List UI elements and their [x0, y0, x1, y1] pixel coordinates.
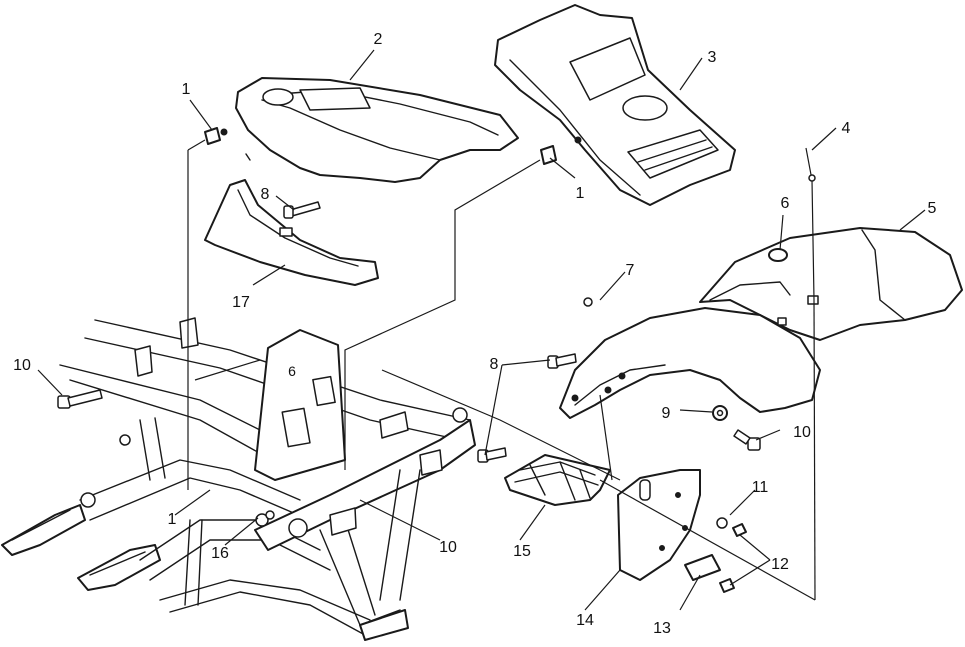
- callout-14: 14: [576, 612, 594, 629]
- rear-cover-part: [494, 4, 736, 206]
- rod-4-part: [805, 147, 816, 301]
- callout-6: 6: [781, 195, 790, 212]
- plate-bracket-14-part: [617, 469, 701, 581]
- main-frame-part: 6: [1, 317, 476, 641]
- washer-9-part: [712, 405, 728, 421]
- callout-1-lower: 1: [168, 511, 177, 528]
- bolt-8-mid: [547, 353, 577, 369]
- bolt-8-lower: [477, 447, 507, 463]
- plate-13-part: [684, 554, 721, 581]
- rear-fender-part: [699, 227, 963, 341]
- screw-7-part: [583, 297, 593, 307]
- bolt-8-upper: [283, 201, 321, 219]
- callout-10-left: 10: [13, 357, 31, 374]
- nut-12-a-part: [732, 523, 747, 537]
- front-fender-part: [559, 307, 821, 419]
- nut-11-part: [716, 517, 728, 529]
- callout-9: 9: [662, 405, 671, 422]
- callout-1-right: 1: [576, 185, 585, 202]
- callout-11: 11: [752, 479, 769, 496]
- callout-8-lower: 8: [490, 356, 499, 373]
- callout-17: 17: [232, 294, 250, 311]
- callout-8-upper: 8: [261, 186, 270, 203]
- callout-5: 5: [928, 200, 937, 217]
- callout-labels: 1 1 1 2 3 4 5 6 7 8 8 9 10 10 10 11 12 1…: [13, 31, 936, 637]
- callout-10-right: 10: [793, 424, 811, 441]
- callout-16: 16: [211, 545, 229, 562]
- callout-12: 12: [771, 556, 789, 573]
- bracket-15-part: [504, 454, 611, 506]
- nut-12-b-part: [719, 578, 735, 593]
- callout-15: 15: [513, 543, 531, 560]
- callout-3: 3: [708, 49, 717, 66]
- bolt-10-right: [733, 429, 761, 451]
- bushing-16-part: [255, 510, 275, 527]
- clip-1-left: [204, 127, 221, 145]
- callout-10-lower: 10: [439, 539, 457, 556]
- svg-text:6: 6: [288, 363, 296, 379]
- leader-lines: [37, 49, 926, 611]
- callout-13: 13: [653, 620, 671, 637]
- bolt-10-left: [57, 389, 103, 409]
- callout-7: 7: [626, 262, 635, 279]
- callout-1-left: 1: [182, 81, 191, 98]
- front-cover-part: [220, 77, 519, 183]
- callout-2: 2: [374, 31, 383, 48]
- callout-4: 4: [842, 120, 851, 137]
- mud-guard-part: [204, 179, 379, 286]
